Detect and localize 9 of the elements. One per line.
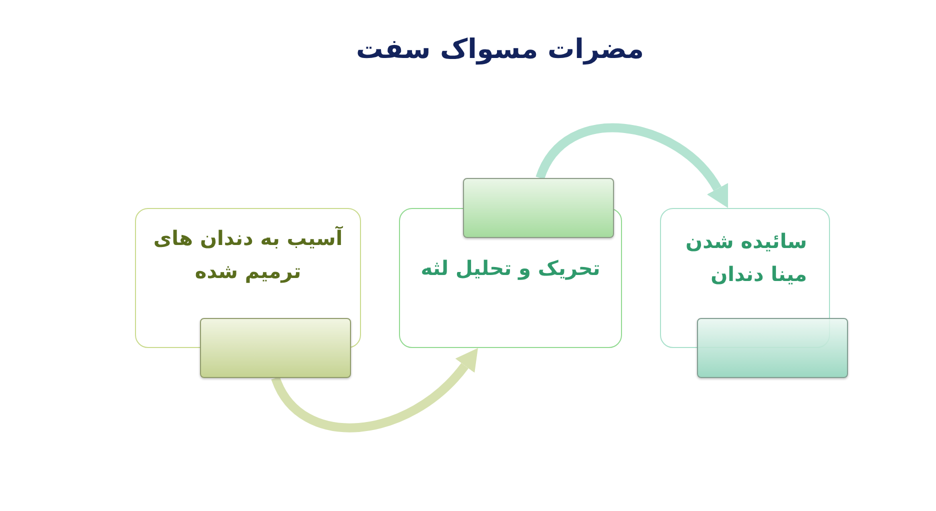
box-text: تحریک و تحلیل لثه <box>420 255 601 282</box>
box-text: آسیب به دندان های ترمیم شده <box>152 225 344 285</box>
tab-box <box>697 318 848 378</box>
tab-box <box>200 318 351 378</box>
box-text: سائیده شدن مینا دندان <box>684 228 807 288</box>
curved-arrow <box>536 123 730 207</box>
title: مضرات مسواک سفت <box>356 33 644 67</box>
tab-box <box>463 178 614 238</box>
curved-arrow <box>271 349 480 432</box>
